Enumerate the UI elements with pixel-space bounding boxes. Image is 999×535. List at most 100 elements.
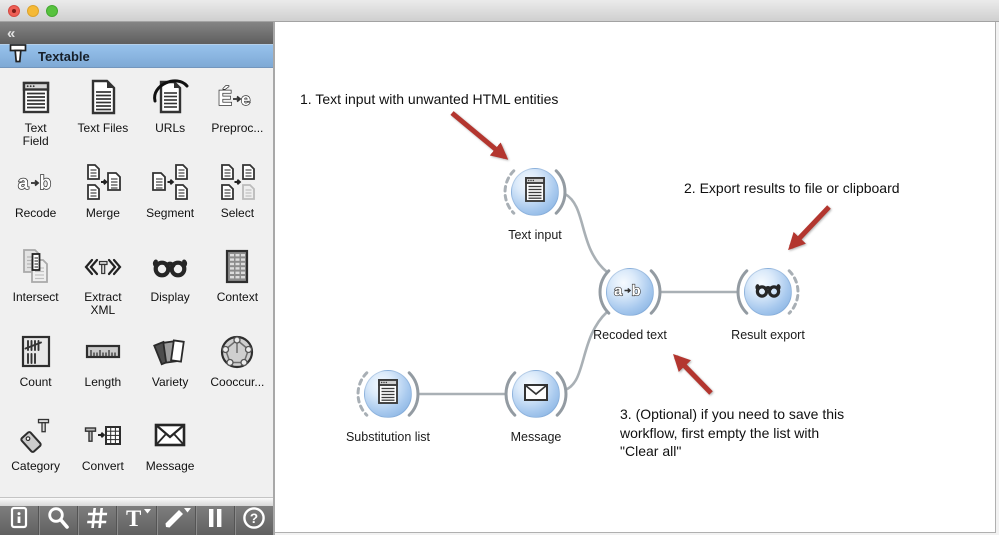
widget-label: Select — [220, 205, 255, 220]
textable-logo-icon — [8, 43, 28, 69]
sidebar-item-urls[interactable]: URLs — [137, 71, 204, 156]
count-icon — [15, 331, 57, 373]
sidebar-item-count[interactable]: Count — [2, 325, 69, 410]
magnifier-icon — [41, 505, 75, 535]
node-label: Substitution list — [345, 430, 431, 444]
widget-label: Merge — [85, 205, 120, 220]
merge-icon — [82, 162, 124, 204]
sidebar-item-context[interactable]: Context — [204, 240, 271, 325]
grid-button[interactable] — [78, 506, 118, 535]
widget-label: Cooccur... — [210, 374, 265, 389]
toolbox-divider — [0, 497, 273, 506]
recode-icon: a b — [613, 278, 647, 307]
zoom-button[interactable] — [46, 5, 58, 17]
annotation-2[interactable]: 2. Export results to file or clipboard — [684, 180, 900, 196]
segment-icon — [149, 162, 191, 204]
node-result-export[interactable]: Result export — [730, 254, 806, 342]
widget-label: Extract XML — [84, 290, 122, 318]
widget-label: Count — [19, 374, 52, 389]
search-button[interactable] — [39, 505, 79, 535]
intersect-icon — [15, 246, 57, 288]
text-annotation-icon: T — [119, 505, 153, 535]
help-button[interactable]: ? — [235, 506, 273, 535]
node-label: Recoded text — [593, 328, 667, 342]
variety-icon — [149, 331, 191, 373]
annotation-1[interactable]: 1. Text input with unwanted HTML entitie… — [300, 91, 559, 107]
widget-info-button[interactable] — [0, 505, 40, 535]
widget-label: Convert — [81, 459, 124, 474]
widget-label: Preproc... — [211, 121, 264, 135]
widget-toolbox-sidebar: « Textable — [0, 22, 275, 535]
workflow-links — [418, 192, 737, 396]
arrow-annotation-button[interactable] — [157, 506, 196, 535]
annotation-arrow-3 — [673, 353, 713, 395]
sidebar-item-cooccurrence[interactable]: Cooccur... — [204, 325, 271, 410]
annotation-arrow-1 — [450, 111, 509, 160]
recode-icon: a b — [15, 162, 57, 204]
widget-label: Text Files — [77, 121, 129, 135]
widget-list: Text Field Text Files — [0, 68, 273, 497]
minimize-button[interactable] — [27, 5, 39, 17]
sidebar-item-select[interactable]: Select — [204, 156, 271, 241]
close-button[interactable] — [8, 5, 20, 17]
collapse-chevrons-icon: « — [7, 24, 16, 42]
sidebar-item-convert[interactable]: Convert — [69, 409, 136, 494]
sidebar-item-category[interactable]: Category — [2, 409, 69, 494]
text-field-icon — [373, 377, 403, 412]
pause-icon — [198, 505, 232, 535]
sidebar-item-text-files[interactable]: Text Files — [69, 71, 136, 156]
urls-icon — [149, 77, 191, 119]
arrow-annotation-icon — [159, 505, 193, 535]
annotation-arrow-2 — [788, 205, 831, 251]
category-title: Textable — [38, 48, 90, 64]
window-titlebar — [0, 0, 999, 22]
sidebar-item-length[interactable]: Length — [69, 325, 136, 410]
node-recoded-text[interactable]: a b Recoded text — [592, 254, 668, 342]
sidebar-item-recode[interactable]: a b Recode — [2, 156, 69, 241]
toolbox-collapse-bar[interactable]: « — [0, 22, 273, 44]
node-substitution-list[interactable]: Substitution list — [346, 356, 430, 444]
text-annotation-button[interactable]: T — [117, 505, 157, 535]
widget-label: Message — [145, 459, 195, 474]
text-field-icon — [15, 77, 57, 119]
node-label: Result export — [731, 328, 805, 342]
node-label: Text input — [508, 228, 562, 242]
text-files-icon — [82, 77, 124, 119]
widget-info-icon — [2, 505, 36, 535]
text-field-icon — [520, 175, 550, 210]
sidebar-item-display[interactable]: Display — [137, 240, 204, 325]
widget-label: URLs — [155, 121, 186, 135]
widget-label: Segment — [146, 205, 195, 220]
svg-text:e: e — [241, 90, 250, 109]
message-icon — [149, 415, 191, 457]
toolbox-category-header[interactable]: Textable — [0, 44, 273, 68]
workflow-canvas[interactable]: Text input a b Recoded text — [275, 22, 996, 533]
sidebar-item-text-field[interactable]: Text Field — [2, 71, 69, 156]
node-message[interactable]: Message — [498, 356, 574, 444]
widget-label: Variety — [151, 374, 189, 389]
node-label: Message — [510, 430, 562, 444]
cooccurrence-icon — [216, 331, 258, 373]
display-icon — [149, 246, 191, 288]
svg-text:b: b — [632, 282, 641, 299]
empty-cell — [204, 409, 271, 494]
widget-label: Intersect — [12, 290, 59, 305]
pause-button[interactable] — [196, 506, 235, 535]
sidebar-item-variety[interactable]: Variety — [137, 325, 204, 410]
length-icon — [82, 331, 124, 373]
widget-label: Display — [150, 290, 190, 305]
sidebar-item-merge[interactable]: Merge — [69, 156, 136, 241]
select-icon — [216, 162, 258, 204]
widget-label: Category — [11, 459, 60, 474]
annotation-3[interactable]: 3. (Optional) if you need to save this w… — [620, 406, 845, 459]
widget-label: Context — [216, 290, 259, 305]
preprocess-icon: É e — [216, 77, 258, 119]
sidebar-item-preprocess[interactable]: É e Preproc... — [204, 71, 271, 156]
extract-xml-icon — [82, 246, 124, 288]
sidebar-item-message[interactable]: Message — [137, 409, 204, 494]
node-text-input[interactable]: Text input — [497, 154, 573, 242]
sidebar-item-segment[interactable]: Segment — [137, 156, 204, 241]
sidebar-item-extract-xml[interactable]: Extract XML — [69, 240, 136, 325]
sidebar-item-intersect[interactable]: Intersect — [2, 240, 69, 325]
